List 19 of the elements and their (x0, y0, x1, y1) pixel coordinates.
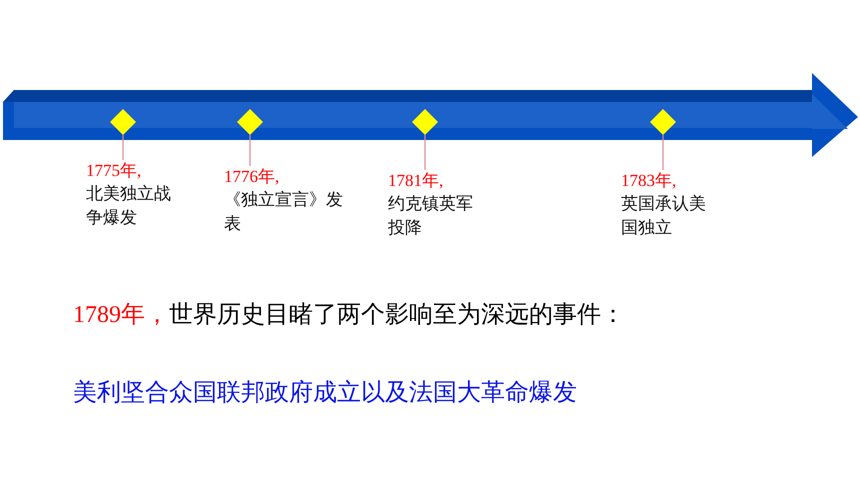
year-label: 1789年， (73, 301, 169, 330)
event-text: 北美独立战争爆发 (86, 183, 172, 230)
sentence-text: 美利坚合众国联邦政府成立以及法国大革命爆发 (73, 377, 577, 408)
year-label: 1783年, (621, 170, 678, 192)
leader-line (424, 135, 426, 170)
leader-line (662, 135, 664, 170)
leader-line (249, 135, 251, 166)
marker-diamond (110, 109, 136, 135)
event-text: 英国承认美国独立 (621, 193, 707, 240)
event-text: 《独立宣言》发表 (224, 189, 344, 236)
marker-diamond (650, 109, 676, 135)
leader-line (122, 135, 124, 160)
sentence-text: 世界历史目睹了两个影响至为深远的事件： (169, 299, 625, 330)
marker-diamond (412, 109, 438, 135)
year-label: 1775年, (86, 160, 142, 182)
year-label: 1781年, (388, 170, 444, 192)
year-label: 1776年, (224, 166, 280, 188)
marker-diamond (237, 109, 263, 135)
event-text: 约克镇英军投降 (388, 193, 474, 240)
